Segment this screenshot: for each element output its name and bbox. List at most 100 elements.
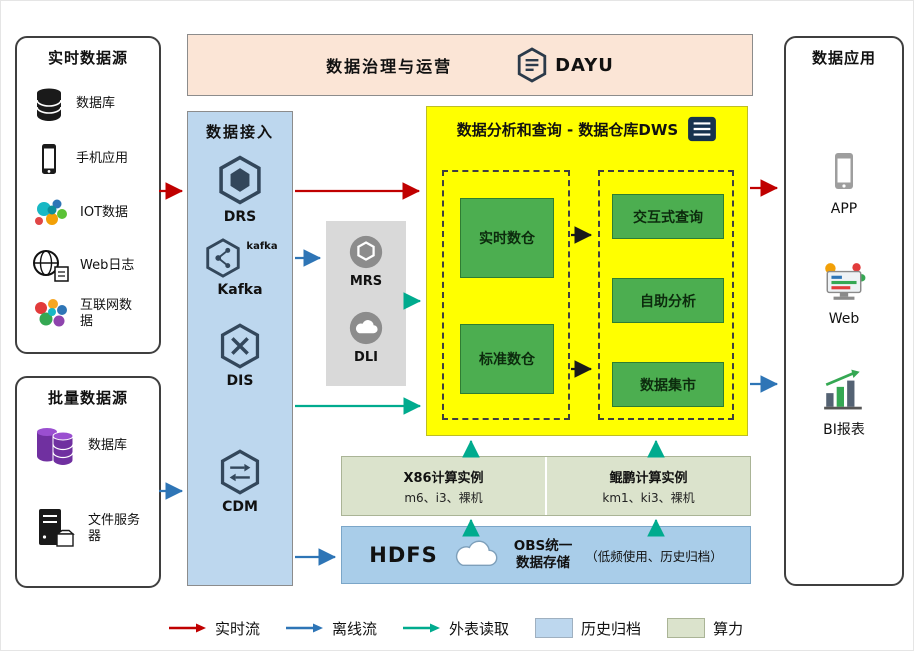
storage-note: （低频使用、历史归档） <box>585 548 723 564</box>
compute-spec: m6、i3、裸机 <box>404 490 483 505</box>
list-item: 手机应用 <box>17 141 159 177</box>
module-data-mart: 数据集市 <box>612 362 724 407</box>
analysis-group: 交互式查询 自助分析 数据集市 <box>598 170 734 420</box>
list-item: kafka Kafka <box>188 237 292 298</box>
legend: 实时流 离线流 外表读取 历史归档 算力 <box>169 613 743 643</box>
list-item: BI报表 <box>786 368 902 439</box>
kafka-logo-text: kafka <box>246 241 278 252</box>
applications-panel: 数据应用 APP Web <box>784 36 904 586</box>
list-item: APP <box>786 150 902 217</box>
service-label: CDM <box>222 499 258 515</box>
source-label: 数据库 <box>76 95 116 111</box>
legend-label: 实时流 <box>215 619 261 638</box>
dayu-label: DAYU <box>555 54 614 76</box>
internet-data-icon <box>35 299 67 327</box>
list-item: Web日志 <box>17 248 159 284</box>
module-standard-warehouse: 标准数仓 <box>460 324 554 394</box>
database-icon <box>36 88 62 121</box>
service-label: DRS <box>223 209 257 225</box>
list-item: DRS <box>188 154 292 225</box>
legend-arrow-blue-icon <box>286 623 324 633</box>
panel-title: 数据应用 <box>811 49 876 67</box>
dws-icon <box>688 116 717 142</box>
warehouse-group: 实时数仓 标准数仓 <box>442 170 570 420</box>
legend-item-realtime: 实时流 <box>169 618 260 639</box>
kunpeng-compute: 鲲鹏计算实例 km1、ki3、裸机 <box>545 457 750 515</box>
panel-title: 批量数据源 <box>47 389 128 407</box>
module-realtime-warehouse: 实时数仓 <box>460 198 554 278</box>
weblog-icon <box>33 250 69 282</box>
cdm-icon <box>220 449 260 495</box>
compute-spec: km1、ki3、裸机 <box>602 490 695 505</box>
kafka-icon-group: kafka <box>202 237 278 279</box>
list-item: 数据库 <box>17 86 159 122</box>
realtime-sources-panel: 实时数据源 数据库 手机应用 <box>15 36 161 354</box>
legend-item-offline: 离线流 <box>286 618 377 639</box>
source-label: 互联网数据 <box>80 297 133 329</box>
list-item: 文件服务器 <box>17 506 159 552</box>
list-item: 数据库 <box>17 423 159 469</box>
legend-item-archive: 历史归档 <box>535 618 641 639</box>
source-label: 数据库 <box>88 437 128 453</box>
banner-title: 数据治理与运营 <box>326 57 453 76</box>
dws-title: 数据分析和查询 - 数据仓库DWS <box>456 120 679 139</box>
list-item: IOT数据 <box>17 195 159 231</box>
source-label: Web日志 <box>80 257 135 273</box>
storage-panel: HDFS OBS统一 数据存储 （低频使用、历史归档） <box>341 526 751 584</box>
compute-power-swatch <box>667 618 706 638</box>
app-phone-icon <box>835 153 853 189</box>
legend-label: 历史归档 <box>581 619 642 638</box>
obs-line1: OBS统一 <box>513 538 573 555</box>
file-server-icon <box>39 509 75 547</box>
legend-label: 外表读取 <box>449 619 510 638</box>
source-label: IOT数据 <box>80 204 129 220</box>
obs-cloud-icon <box>455 540 498 567</box>
obs-line2: 数据存储 <box>515 555 570 571</box>
list-item: MRS <box>326 233 406 289</box>
service-label: Kafka <box>217 282 263 298</box>
governance-banner: 数据治理与运营 DAYU <box>187 34 753 96</box>
compute-title: X86计算实例 <box>403 470 484 486</box>
obs-label: OBS统一 数据存储 <box>514 538 573 572</box>
x86-compute: X86计算实例 m6、i3、裸机 <box>342 457 545 515</box>
list-item: DLI <box>326 309 406 365</box>
database-purple-icon <box>37 428 74 467</box>
list-item: Web <box>786 260 902 327</box>
module-self-analysis: 自助分析 <box>612 278 724 323</box>
legend-arrow-teal-icon <box>403 623 441 633</box>
compute-panel: X86计算实例 m6、i3、裸机 鲲鹏计算实例 km1、ki3、裸机 <box>341 456 751 516</box>
legend-item-compute-power: 算力 <box>667 618 743 639</box>
dayu-logo-group: DAYU <box>516 47 614 83</box>
drs-icon <box>219 155 261 205</box>
source-label: 手机应用 <box>76 150 129 166</box>
compute-title: 鲲鹏计算实例 <box>609 470 688 486</box>
service-label: MRS <box>349 274 383 289</box>
legend-label: 算力 <box>713 619 744 638</box>
list-item: 互联网数据 <box>17 296 159 332</box>
service-label: DLI <box>354 350 378 365</box>
panel-title: 数据接入 <box>205 123 274 141</box>
iot-icon <box>35 199 67 225</box>
list-item: DIS <box>188 322 292 389</box>
legend-item-external-read: 外表读取 <box>403 618 509 639</box>
app-label: APP <box>830 201 858 217</box>
ingestion-panel: 数据接入 DRS kafka Kafka <box>187 111 293 586</box>
phone-icon <box>42 144 56 174</box>
batch-sources-panel: 批量数据源 数据库 文件服务器 <box>15 376 161 588</box>
kafka-icon <box>206 238 241 278</box>
legend-arrow-red-icon <box>169 623 206 633</box>
dli-icon <box>349 311 383 345</box>
hdfs-label: HDFS <box>369 543 438 567</box>
list-item: CDM <box>188 448 292 515</box>
app-label: BI报表 <box>823 422 865 438</box>
dayu-icon <box>517 47 547 83</box>
processing-panel: MRS DLI <box>326 221 406 386</box>
archive-swatch <box>535 618 574 638</box>
bi-report-icon <box>824 369 862 410</box>
web-icon <box>825 263 866 300</box>
dis-icon <box>220 323 260 369</box>
dws-panel: 数据分析和查询 - 数据仓库DWS 实时数仓 标准数仓 交互式查询 自助分析 数… <box>426 106 748 436</box>
app-label: Web <box>828 311 860 327</box>
dws-titlebar: 数据分析和查询 - 数据仓库DWS <box>427 107 747 142</box>
source-label: 文件服务器 <box>88 512 141 544</box>
